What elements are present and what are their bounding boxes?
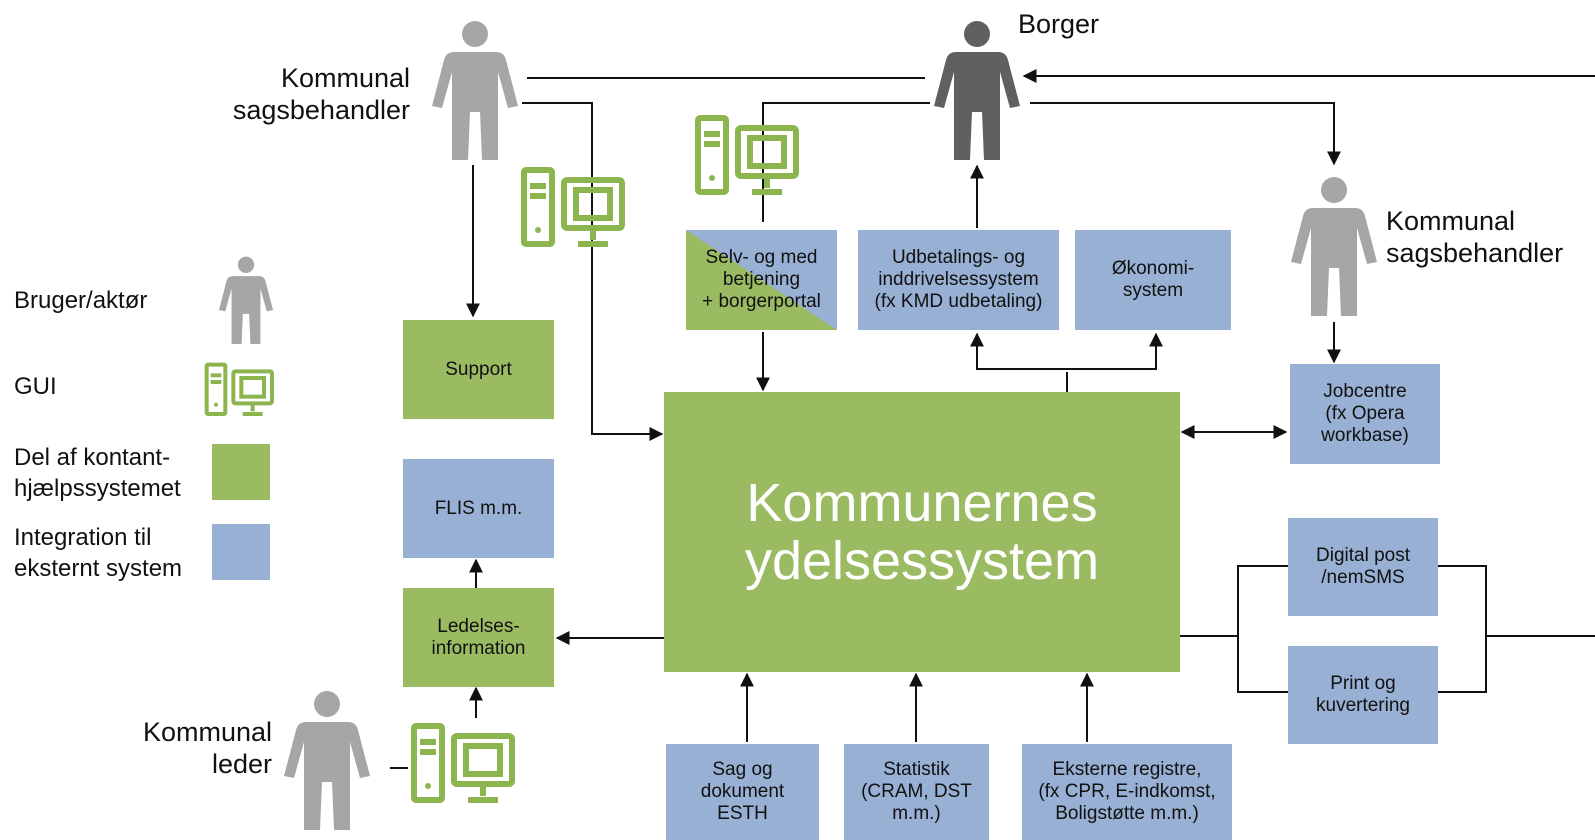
actor-label-right: Kommunal sagsbehandler (1386, 206, 1564, 269)
legend-part-label: Del af kontant- hjælpssystemet (14, 444, 181, 503)
legend-user-label: Bruger/aktør (14, 287, 148, 314)
person-icon (934, 21, 1020, 160)
ledelsesinformation-box: Ledelses- information (403, 588, 554, 687)
line-borger-to-selvbetjening (762, 102, 930, 222)
legend-part-swatch (212, 444, 270, 500)
arrow-left-sagsbehandler-to-main (522, 102, 664, 441)
main-system-box: Kommunernes ydelsessystem (664, 392, 1180, 672)
jobcentre-box: Jobcentre (fx Opera workbase) (1290, 364, 1440, 464)
person-icon (1291, 177, 1377, 316)
udbetaling-box: Udbetalings- og inddrivelsessystem (fx K… (858, 230, 1059, 330)
actor-label-top-left: Kommunal sagsbehandler (232, 63, 410, 126)
statistik-box: Statistik (CRAM, DST m.m.) (844, 744, 989, 840)
digital-post-box: Digital post /nemSMS (1288, 518, 1438, 616)
bracket-udbetaling-okonomi (976, 336, 1157, 370)
selvbetjening-box: Selv- og med betjening + borgerportal (686, 230, 837, 330)
support-box: Support (403, 320, 554, 419)
legend-gui-label: GUI (14, 373, 57, 400)
person-icon (432, 21, 518, 160)
sag-dokument-box: Sag og dokument ESTH (666, 744, 819, 840)
gui-icon (411, 723, 515, 803)
legend-person-icon (218, 256, 274, 344)
person-icon (284, 691, 370, 830)
legend-gui-icon (204, 362, 274, 416)
eksterne-registre-box: Eksterne registre, (fx CPR, E-indkomst, … (1022, 744, 1232, 840)
okonomi-box: Økonomi- system (1075, 230, 1231, 330)
print-box: Print og kuvertering (1288, 646, 1438, 744)
bracket-right (1438, 565, 1487, 693)
actor-label-borger: Borger (1018, 9, 1100, 39)
legend-integration-swatch (212, 524, 270, 580)
actor-label-leder: Kommunal leder (142, 717, 272, 780)
flis-box: FLIS m.m. (403, 459, 554, 558)
legend-integration-label: Integration til eksternt system (14, 524, 183, 583)
bracket-left (1237, 565, 1288, 693)
arrow-borger-to-right-sagsbehandler (1030, 102, 1341, 166)
gui-icon (521, 167, 625, 247)
gui-icon (695, 115, 799, 195)
